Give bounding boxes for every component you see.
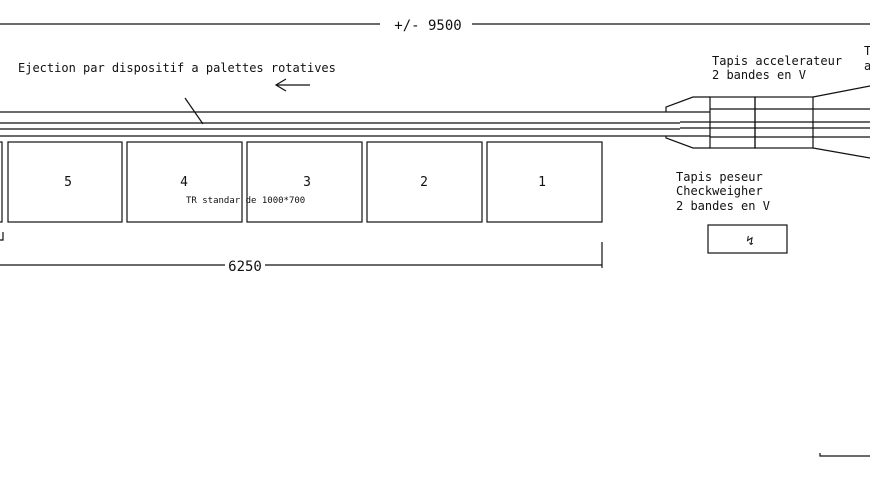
box-1 xyxy=(486,141,603,223)
conveyor-rails xyxy=(0,111,710,137)
weigher-label: Tapis peseur xyxy=(676,170,763,184)
boxes-dimension: 6250 xyxy=(0,242,603,275)
box-5 xyxy=(7,141,123,223)
box-4 xyxy=(126,141,243,223)
direction-arrow-icon xyxy=(274,78,310,92)
weigher-label-en: Checkweigher xyxy=(676,184,763,198)
corner-mark xyxy=(819,453,870,457)
box-3 xyxy=(246,141,363,223)
overall-dimension: +/- 9500 xyxy=(0,18,870,34)
boxes-dimension-label: 6250 xyxy=(228,259,262,275)
accelerator-conveyor xyxy=(665,85,870,159)
accelerator-label: Tapis accelerateur xyxy=(712,54,842,68)
box-number: 2 xyxy=(420,175,428,190)
tr-standard-label: TR standar de 1000*700 xyxy=(186,196,305,206)
weigher-symbol-icon: ↯ xyxy=(746,234,754,249)
leader-line xyxy=(184,97,204,125)
box-number: 1 xyxy=(538,175,546,190)
ejection-label: Ejection par dispositif a palettes rotat… xyxy=(18,61,336,75)
accelerator-sub-label: 2 bandes en V xyxy=(712,68,806,82)
cut-label-2: a xyxy=(864,59,870,73)
box-number: 4 xyxy=(180,175,188,190)
cut-label-1: T xyxy=(864,44,870,58)
box-2 xyxy=(366,141,483,223)
weigher-sub-label: 2 bandes en V xyxy=(676,199,770,213)
tray-boxes: 5 4 3 2 1 xyxy=(0,141,603,223)
weigher-box xyxy=(707,224,788,254)
overall-dimension-label: +/- 9500 xyxy=(394,18,461,34)
tick-mark xyxy=(0,232,4,241)
box-number: 3 xyxy=(303,175,311,190)
box-number: 5 xyxy=(64,175,72,190)
